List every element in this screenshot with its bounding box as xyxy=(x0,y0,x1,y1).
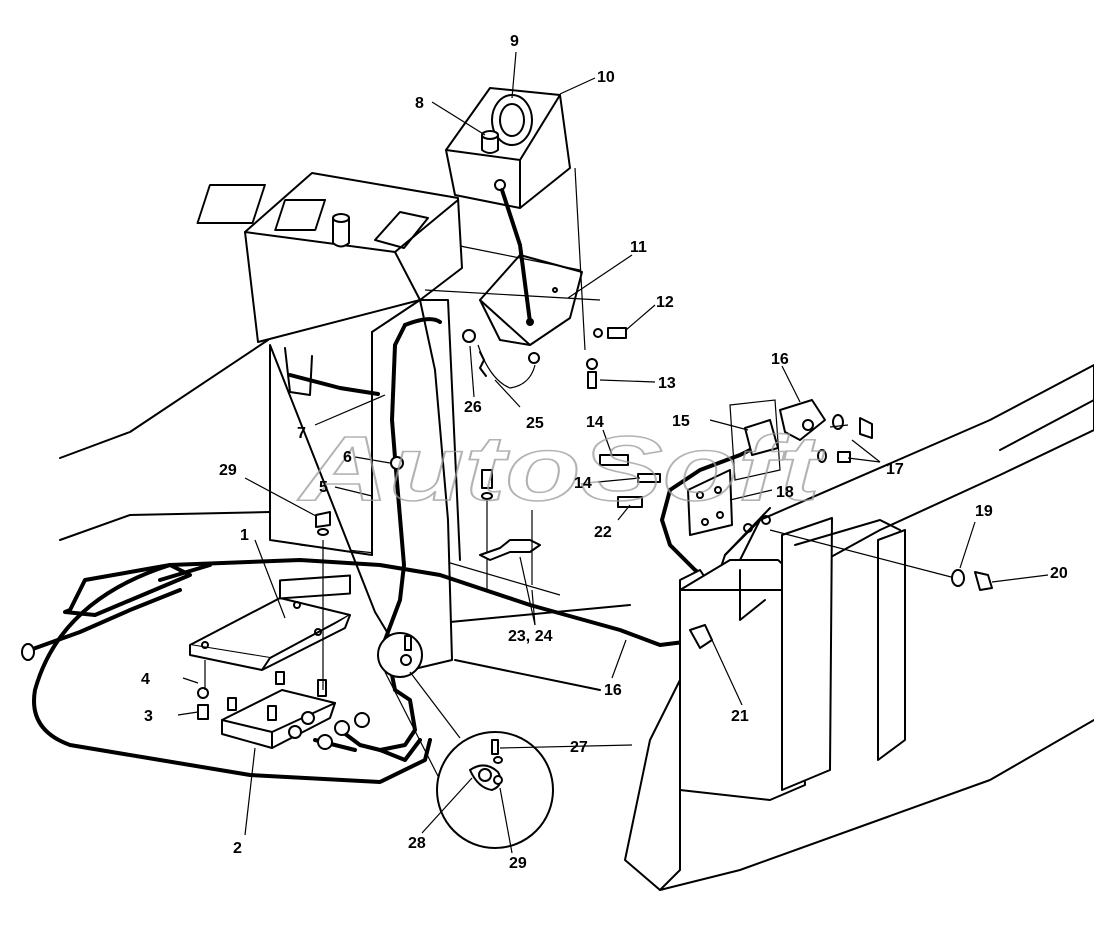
hardware-items xyxy=(197,327,627,720)
callout-23-24: 23, 24 xyxy=(508,628,553,645)
callout-4: 4 xyxy=(141,671,150,688)
callout-9: 9 xyxy=(510,33,519,50)
mounting-bracket xyxy=(189,574,351,671)
callout-13: 13 xyxy=(658,375,676,392)
callout-19: 19 xyxy=(975,503,993,520)
callout-16-upper: 16 xyxy=(771,351,789,368)
callout-14-upper: 14 xyxy=(586,414,604,431)
callout-8: 8 xyxy=(415,95,424,112)
control-pedestal xyxy=(196,172,463,671)
callout-labels: 1 2 3 4 5 6 7 8 9 10 11 12 13 14 14 15 1… xyxy=(141,33,1068,872)
callout-3: 3 xyxy=(144,708,153,725)
valve-block xyxy=(221,671,370,750)
right-body-frame xyxy=(624,364,1094,891)
callout-2: 2 xyxy=(233,840,242,857)
callout-18: 18 xyxy=(776,484,794,501)
callout-27: 27 xyxy=(570,739,588,756)
callout-20: 20 xyxy=(1050,565,1068,582)
callout-5: 5 xyxy=(319,479,328,496)
callout-1: 1 xyxy=(240,527,249,544)
callout-10: 10 xyxy=(597,69,615,86)
callout-28: 28 xyxy=(408,835,426,852)
detail-magnifier xyxy=(377,632,554,849)
callout-11: 11 xyxy=(630,239,647,256)
tank-bracket xyxy=(424,245,601,346)
callout-22: 22 xyxy=(594,524,612,541)
callout-17: 17 xyxy=(886,461,904,478)
reservoir-tank xyxy=(445,87,571,209)
callout-12: 12 xyxy=(656,294,674,311)
watermark-text: AutoSoft xyxy=(297,418,824,520)
callout-16-lower: 16 xyxy=(604,682,622,699)
callout-29-upper: 29 xyxy=(219,462,237,479)
mounting-plate-assembly xyxy=(599,399,873,536)
callout-15: 15 xyxy=(672,413,690,430)
callout-25: 25 xyxy=(526,415,544,432)
callout-26: 26 xyxy=(464,399,482,416)
callout-7: 7 xyxy=(297,425,306,442)
callout-6: 6 xyxy=(343,449,352,466)
callout-29-lower: 29 xyxy=(509,855,527,872)
callout-14-lower: 14 xyxy=(574,475,592,492)
leader-lines xyxy=(177,51,1049,854)
callout-21: 21 xyxy=(731,708,749,725)
